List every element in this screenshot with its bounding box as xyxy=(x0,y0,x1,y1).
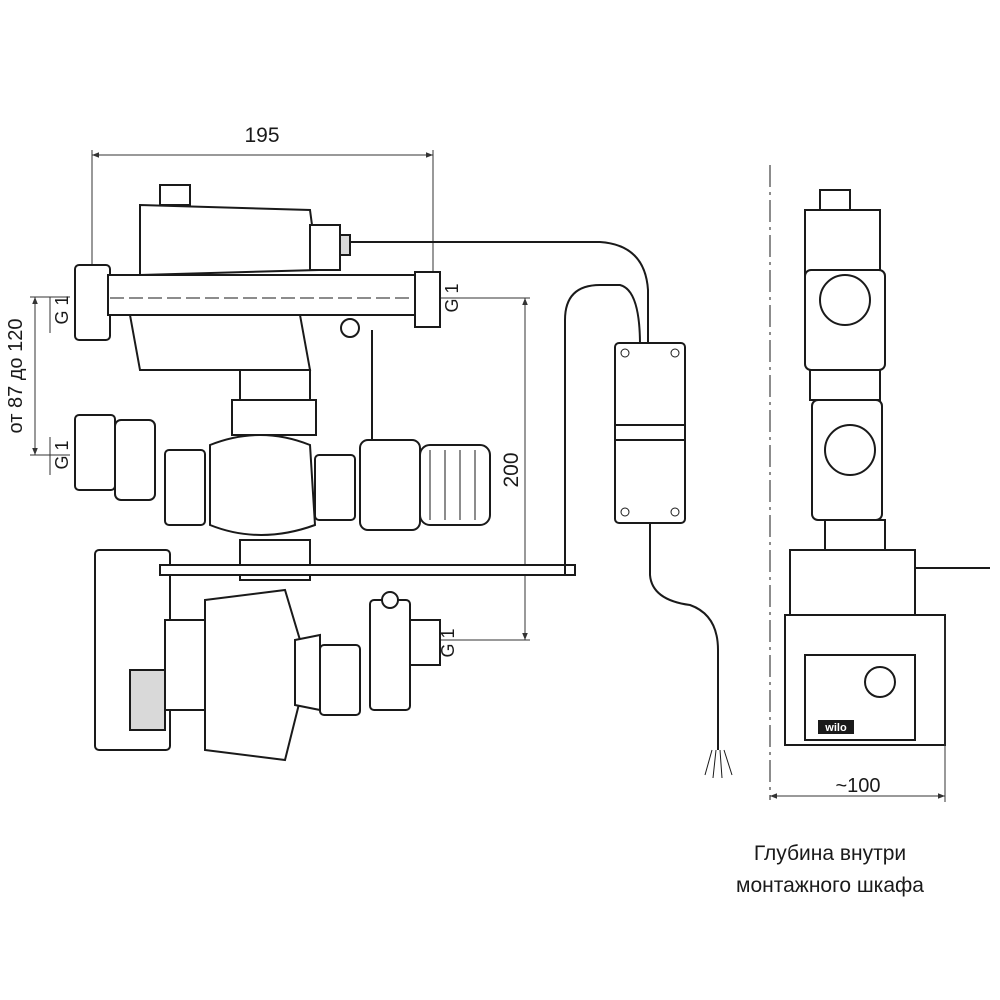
side-view: wilo ~100 xyxy=(769,165,990,802)
thread-label-outlet-top: G 1 xyxy=(442,283,462,312)
thread-label-supply: G 1 xyxy=(52,295,72,324)
caption-line-2: монтажного шкафа xyxy=(736,874,924,897)
thread-labels: G 1 G 1 G 1 G 1 xyxy=(49,283,462,658)
control-cable xyxy=(350,241,733,779)
wilo-logo: wilo xyxy=(824,722,847,734)
dimension-label-200: 200 xyxy=(500,452,523,487)
dimension-195: 195 xyxy=(91,124,434,275)
top-manifold xyxy=(74,184,441,371)
dimension-label-height-range: от 87 до 120 xyxy=(5,319,27,434)
mixing-valve xyxy=(74,330,491,581)
caption-line-1: Глубина внутри xyxy=(754,842,906,865)
pump xyxy=(94,549,576,762)
dimension-label-depth: ~100 xyxy=(835,775,880,797)
thread-label-outlet-bottom: G 1 xyxy=(438,628,458,657)
dimension-label-195: 195 xyxy=(244,124,279,147)
thread-label-return: G 1 xyxy=(52,440,72,469)
dimension-200: 200 xyxy=(440,297,530,641)
control-box xyxy=(614,342,686,524)
